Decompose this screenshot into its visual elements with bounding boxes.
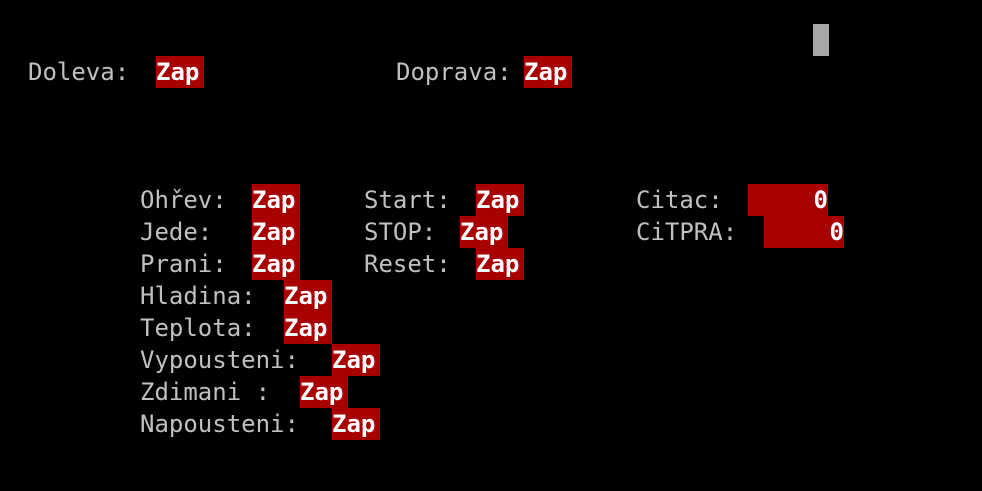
napousteni-value: Zap xyxy=(332,408,380,440)
ohrev-label: Ohřev: xyxy=(140,186,242,214)
citpra-value: 0 xyxy=(764,216,844,248)
prani-value: Zap xyxy=(252,248,300,280)
doprava-label: Doprava: xyxy=(396,58,512,86)
jede-label: Jede: xyxy=(140,218,242,246)
zdimani-value: Zap xyxy=(300,376,348,408)
citac-label: Citac: xyxy=(636,186,738,214)
hladina-label: Hladina: xyxy=(140,282,271,310)
reset-label: Reset: xyxy=(364,250,466,278)
teplota-label: Teplota: xyxy=(140,314,271,342)
prani-label: Prani: xyxy=(140,250,242,278)
teplota-value: Zap xyxy=(284,312,332,344)
vypousteni-label: Vypousteni: xyxy=(140,346,314,374)
stop-label: STOP: xyxy=(364,218,451,246)
citpra-label: CiTPRA: xyxy=(636,218,752,246)
start-label: Start: xyxy=(364,186,466,214)
citac-value: 0 xyxy=(748,184,828,216)
reset-value: Zap xyxy=(476,248,524,280)
jede-value: Zap xyxy=(252,216,300,248)
vypousteni-value: Zap xyxy=(332,344,380,376)
doleva-value: Zap xyxy=(156,56,204,88)
ohrev-value: Zap xyxy=(252,184,300,216)
start-value: Zap xyxy=(476,184,524,216)
napousteni-label: Napousteni: xyxy=(140,410,314,438)
zdimani-label: Zdimani : xyxy=(140,378,285,406)
text-cursor xyxy=(813,24,829,56)
hladina-value: Zap xyxy=(284,280,332,312)
doleva-label: Doleva: xyxy=(28,58,144,86)
stop-value: Zap xyxy=(460,216,508,248)
doprava-value: Zap xyxy=(524,56,572,88)
